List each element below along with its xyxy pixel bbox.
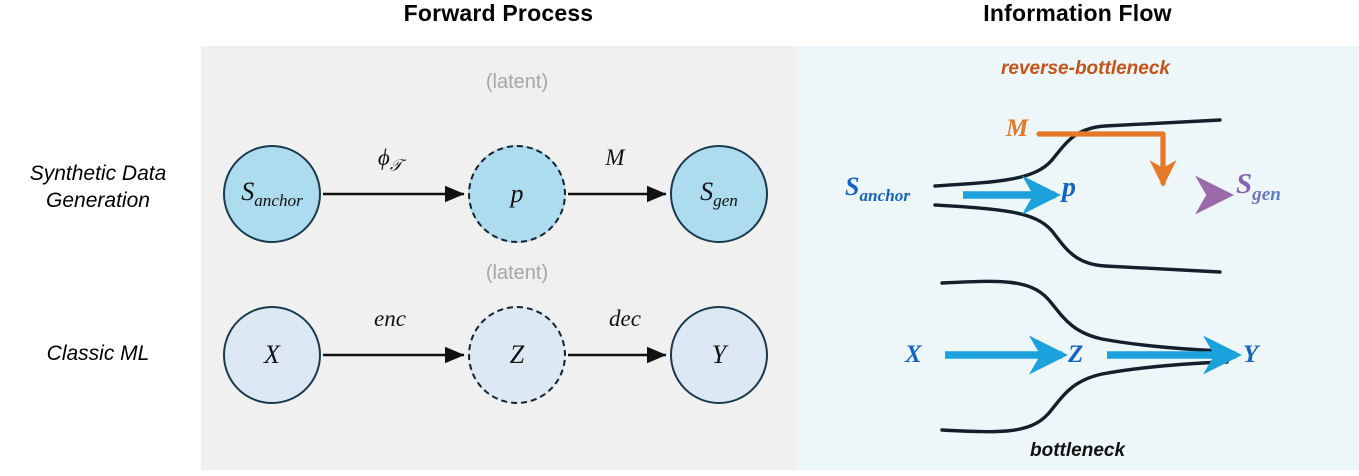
flow-label-m: M <box>1006 115 1029 142</box>
node-s-gen-sub: gen <box>713 191 738 211</box>
latent-caption-top: (latent) <box>485 71 549 93</box>
row-label-synthetic-data-generation: Synthetic Data Generation <box>0 160 196 214</box>
node-p-base: p <box>510 179 524 208</box>
node-p: p <box>468 145 566 243</box>
edge-label-m: M <box>605 145 625 170</box>
node-s-gen-base: S <box>700 176 714 206</box>
edge-label-enc: enc <box>374 306 406 331</box>
node-y-base: Y <box>711 340 727 369</box>
node-x: X <box>223 306 321 404</box>
edge-label-dec: dec <box>609 306 641 331</box>
node-y: Y <box>670 306 768 404</box>
flow-label-z: Z <box>1068 341 1084 368</box>
flow-label-y: Y <box>1243 341 1259 368</box>
flow-label-s-gen-sub: gen <box>1252 183 1281 205</box>
edge-label-phi-base: ϕ <box>377 145 390 170</box>
flow-label-s-anchor-base: S <box>845 172 860 201</box>
flow-label-s-gen-base: S <box>1236 168 1253 200</box>
node-s-gen: Sgen <box>670 145 768 243</box>
panel-information-flow <box>796 46 1359 470</box>
node-z-base: Z <box>509 340 525 369</box>
node-x-base: X <box>264 340 280 369</box>
caption-bottleneck: bottleneck <box>1030 440 1126 461</box>
caption-reverse-bottleneck: reverse-bottleneck <box>1001 58 1170 79</box>
flow-label-p: p <box>1062 172 1076 203</box>
latent-caption-bottom: (latent) <box>485 262 549 284</box>
row-label-line1: Synthetic Data <box>29 162 167 185</box>
flow-label-s-gen: Sgen <box>1236 168 1281 206</box>
node-s-anchor-base: S <box>241 176 255 206</box>
node-s-anchor: Sanchor <box>223 145 321 243</box>
panel-forward-process <box>201 46 796 470</box>
row-label-classic-ml: Classic ML <box>0 340 196 367</box>
edge-label-phi-t: ϕ𝒯 <box>335 145 445 176</box>
node-z: Z <box>468 306 566 404</box>
edge-label-phi-sub: 𝒯 <box>389 157 403 175</box>
flow-label-s-anchor-sub: anchor <box>859 186 910 206</box>
node-s-anchor-sub: anchor <box>254 191 303 211</box>
row-label-line1: Classic ML <box>46 342 150 365</box>
row-label-line2: Generation <box>46 189 150 212</box>
flow-label-s-anchor: Sanchor <box>845 172 910 206</box>
flow-label-x: X <box>905 341 922 368</box>
column-title-information-flow: Information Flow <box>983 0 1172 26</box>
column-title-forward-process: Forward Process <box>403 0 594 26</box>
